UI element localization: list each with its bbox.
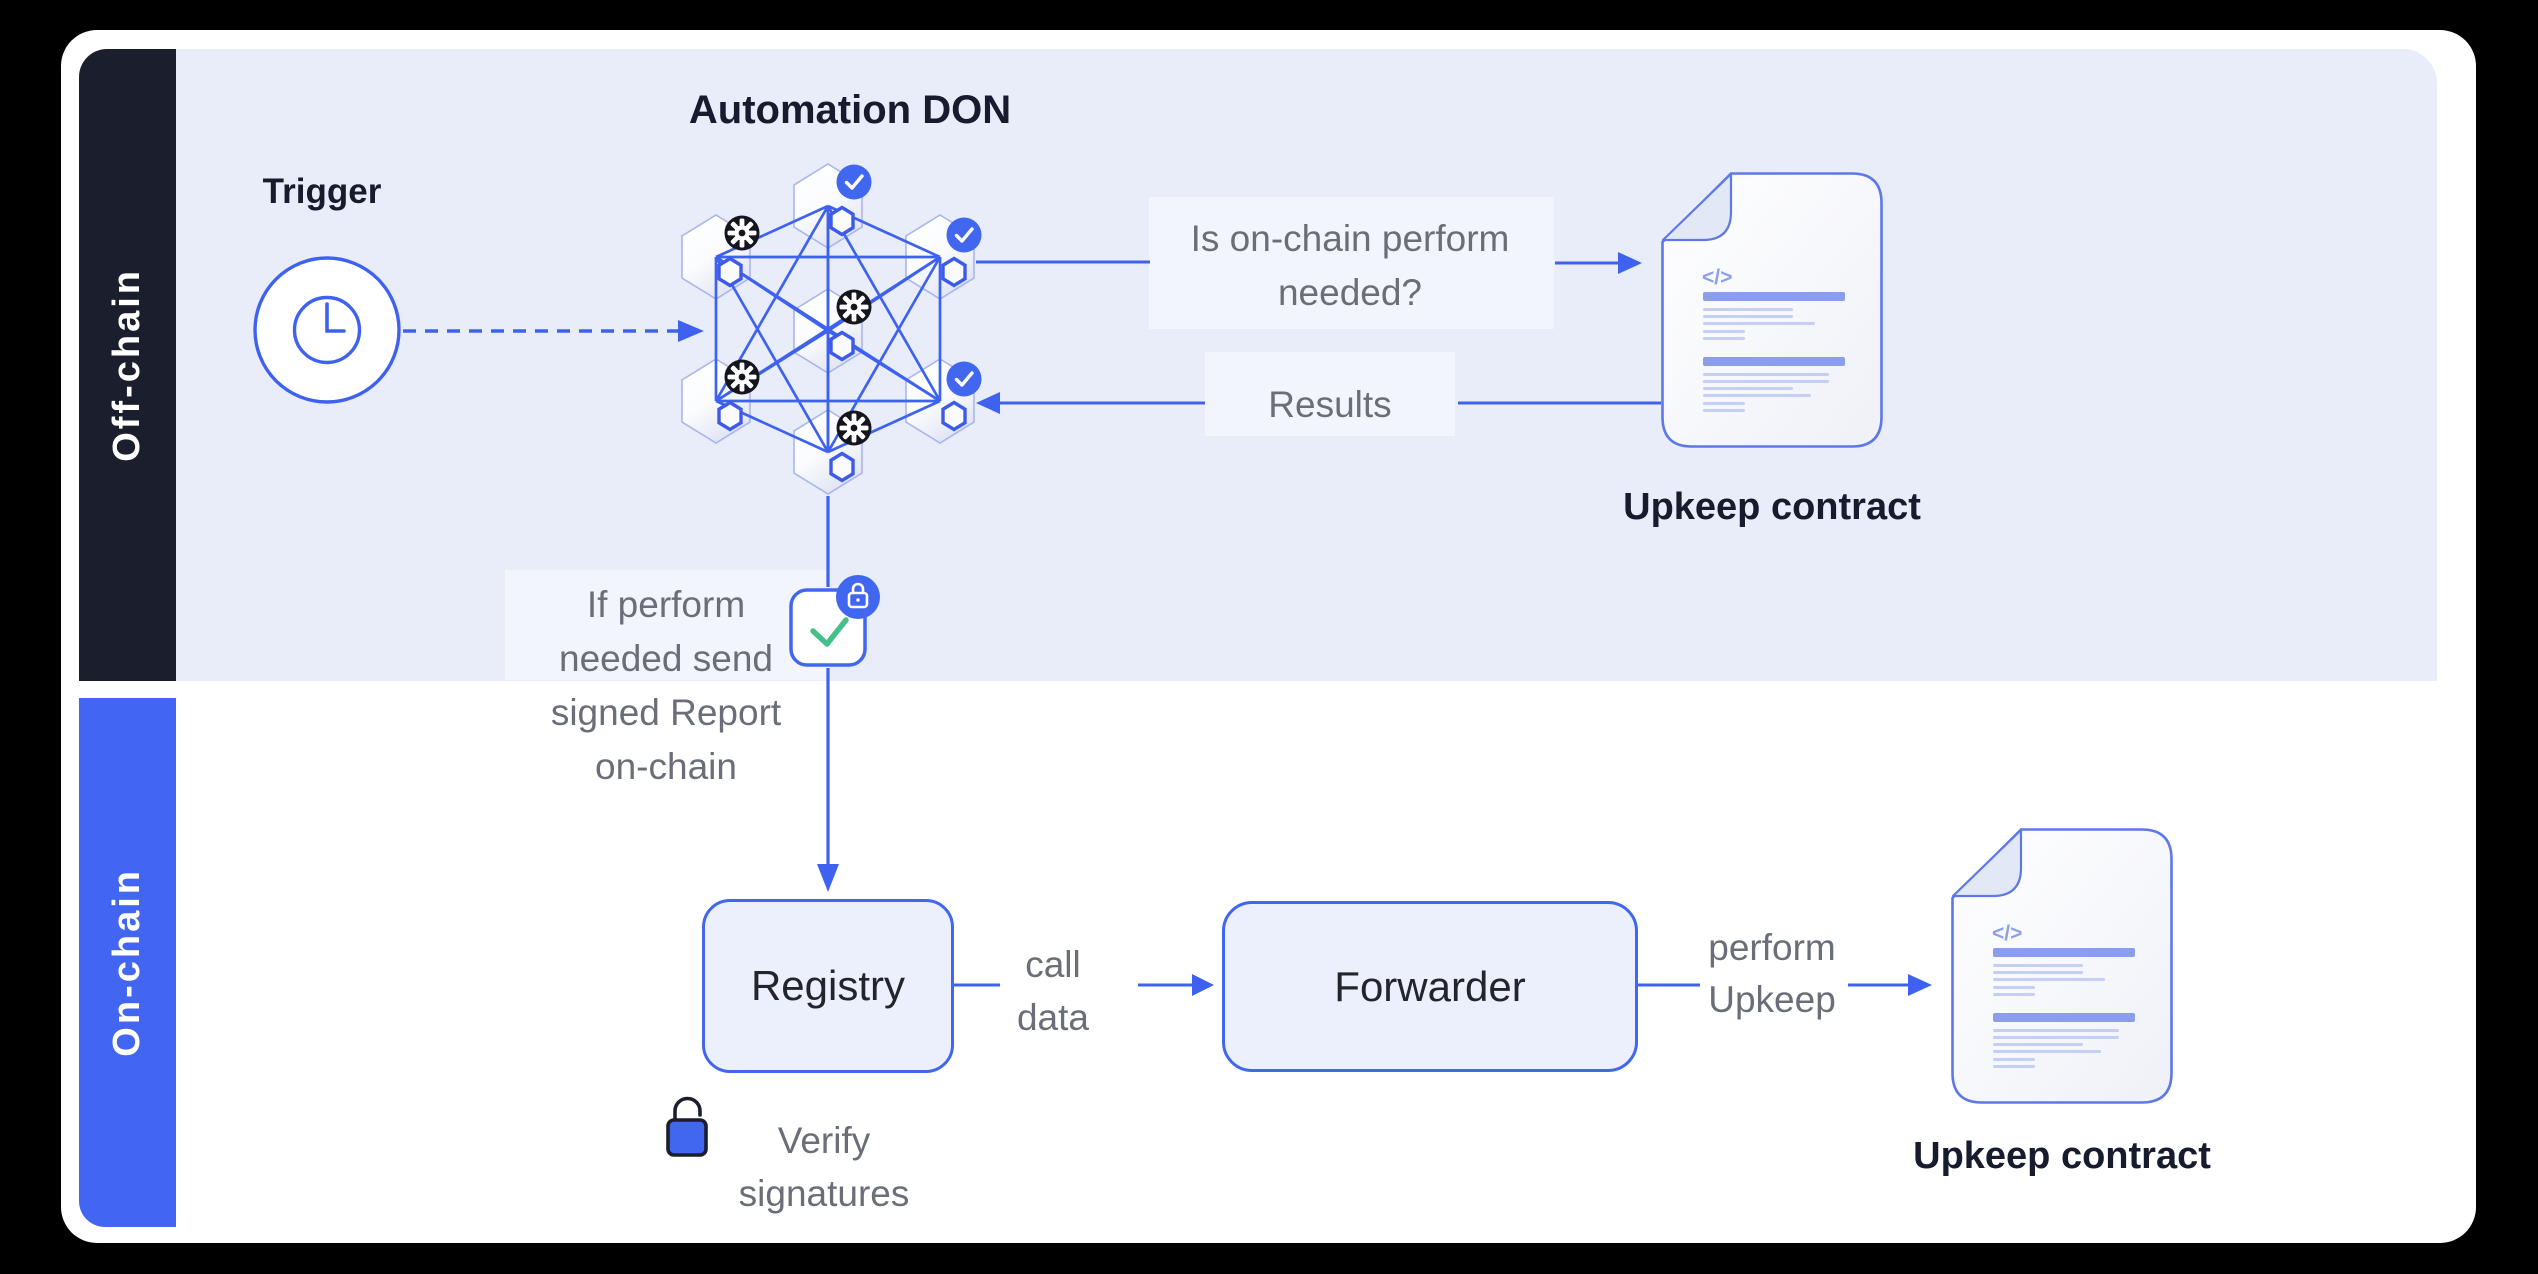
registry-box: Registry <box>702 899 954 1073</box>
chainlink-hexagon-icon <box>941 256 967 288</box>
registry-label: Registry <box>750 962 906 1009</box>
signed-report-box <box>789 575 880 667</box>
lock-badge-icon <box>836 575 880 619</box>
chainlink-hexagon-icon <box>829 205 855 237</box>
chainlink-hexagon-icon <box>717 256 743 288</box>
don-network <box>681 162 984 495</box>
upkeep-contract-document-icon <box>1661 172 1883 448</box>
question-to-contract-arrow <box>1555 252 1642 274</box>
gear-badge-icon <box>724 359 760 395</box>
clock-icon <box>253 256 401 404</box>
text-backdrop <box>1149 197 1554 329</box>
if-perform-note-text: If perform needed send signed Report on-… <box>550 584 782 787</box>
offchain-band: Off-chain <box>79 49 176 681</box>
upkeep-contract-label-top: Upkeep contract <box>1623 486 1921 528</box>
perform-upkeep-text: perform Upkeep <box>1708 927 1836 1020</box>
checkmark-icon <box>810 617 849 647</box>
onchain-band: On-chain <box>79 698 176 1227</box>
chainlink-hexagon-icon <box>829 451 855 483</box>
forwarder-label: Forwarder <box>1334 962 1526 1010</box>
offchain-panel <box>176 49 2437 681</box>
gear-badge-icon <box>724 215 760 251</box>
verify-signatures-text: Verify signatures <box>738 1120 910 1214</box>
check-badge-icon <box>944 359 984 399</box>
report-to-registry-arrow <box>817 668 839 892</box>
trigger-label: Trigger <box>262 172 382 211</box>
results-arrow <box>976 392 1661 414</box>
call-data-text: call data <box>1016 944 1089 1038</box>
chainlink-hexagon-icon <box>941 400 967 432</box>
chainlink-hexagon-icon <box>829 330 855 362</box>
upkeep-contract-document-icon <box>1951 828 2173 1104</box>
perform-upkeep-arrow <box>1848 974 1932 996</box>
gear-badge-icon <box>836 289 872 325</box>
check-badge-icon <box>834 162 874 202</box>
chainlink-hexagon-icon <box>717 400 743 432</box>
gear-badge-icon <box>836 410 872 446</box>
results-text: Results <box>1268 384 1392 425</box>
text-backdrop <box>505 570 830 680</box>
upkeep-contract-label-bottom: Upkeep contract <box>1913 1135 2211 1177</box>
check-badge-icon <box>944 215 984 255</box>
text-backdrop <box>1205 352 1455 436</box>
calldata-arrow <box>1138 974 1214 996</box>
is-onchain-question-text: Is on-chain perform needed? <box>1190 218 1510 313</box>
don-title: Automation DON <box>688 88 1012 132</box>
forwarder-box: Forwarder <box>1222 901 1638 1072</box>
unlock-icon <box>666 1096 708 1157</box>
trigger-arrow <box>403 320 704 342</box>
